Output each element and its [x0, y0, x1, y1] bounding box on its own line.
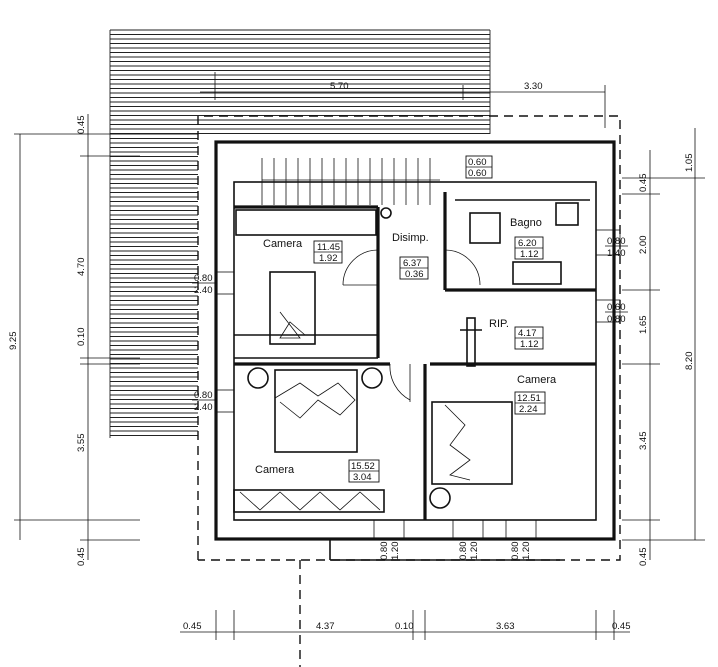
window-height: 1.20: [521, 542, 532, 561]
roof-hatching: [109, 29, 491, 438]
dim-bottom: 0.10: [395, 621, 414, 632]
room-area: 6.37: [403, 258, 422, 269]
room-area: 12.51: [517, 393, 541, 404]
outer-walls: [214, 140, 616, 541]
window-width: 0.80: [194, 273, 213, 284]
window-height: 1.20: [469, 542, 480, 561]
room-name: Camera: [263, 238, 303, 250]
window-width: 0.80: [607, 236, 626, 247]
window-markers: [215, 229, 621, 561]
dim-top-main: 5.70: [330, 81, 349, 92]
room-ratio: 1.12: [520, 339, 539, 350]
room-ratio: 3.04: [353, 472, 372, 483]
room-area: 6.20: [518, 238, 537, 249]
dim-left: 0.45: [76, 548, 87, 567]
window-height: 2.40: [194, 402, 213, 413]
furniture: [233, 202, 579, 513]
dim-bottom: 4.37: [316, 621, 335, 632]
room-ratio: 1.92: [319, 253, 338, 264]
room-name: RIP.: [489, 318, 509, 330]
room-labels: Camera 11.45 1.92 Disimp. 6.37 0.36 Bagn…: [255, 217, 557, 483]
dim-bottom: 0.45: [183, 621, 202, 632]
window-width: 0.60: [468, 157, 487, 168]
window-height: 1.40: [607, 248, 626, 259]
dim-right: 3.45: [638, 432, 649, 451]
window-width: 0.80: [194, 390, 213, 401]
room-ratio: 0.36: [405, 269, 424, 280]
dim-right: 2.00: [638, 236, 649, 255]
room-ratio: 1.12: [520, 249, 539, 260]
room-name: Camera: [517, 374, 557, 386]
dim-bottom: 0.45: [612, 621, 631, 632]
window-height: 1.20: [390, 542, 401, 561]
room-ratio: 2.24: [519, 404, 538, 415]
dim-right: 1.05: [684, 154, 695, 173]
dim-left-total: 9.25: [8, 332, 19, 351]
dim-left: 3.55: [76, 434, 87, 453]
doors: [342, 207, 481, 402]
window-height: 0.60: [468, 168, 487, 179]
window-width: 0.80: [379, 542, 390, 561]
dim-bottom: 3.63: [496, 621, 515, 632]
dim-right-total: 8.20: [684, 352, 695, 371]
window-height: 2.40: [194, 285, 213, 296]
interior-walls: [234, 192, 596, 520]
dim-right: 0.45: [638, 548, 649, 567]
staircase: [261, 158, 440, 205]
dim-left: 0.10: [76, 328, 87, 347]
window-height: 0.80: [607, 314, 626, 325]
room-name: Disimp.: [392, 232, 429, 244]
window-width: 0.60: [607, 302, 626, 313]
window-width: 0.80: [458, 542, 469, 561]
window-labels: 0.60 0.60 0.80 1.40 0.60 0.80 0.80 2.40 …: [192, 155, 628, 561]
dim-right: 0.45: [638, 174, 649, 193]
dim-left: 0.45: [76, 116, 87, 135]
room-area: 15.52: [351, 461, 375, 472]
room-area: 4.17: [518, 328, 537, 339]
dim-left: 4.70: [76, 258, 87, 277]
room-area: 11.45: [317, 242, 340, 253]
dim-right: 1.65: [638, 316, 649, 335]
room-name: Bagno: [510, 217, 542, 229]
roof-outline: [197, 115, 621, 667]
room-name: Camera: [255, 464, 295, 476]
dim-top-right: 3.30: [524, 81, 543, 92]
window-width: 0.80: [510, 542, 521, 561]
dimension-lines: 5.70 3.30 0.45 4.70 0.10 3.55 0.45 9.25 …: [8, 72, 705, 640]
